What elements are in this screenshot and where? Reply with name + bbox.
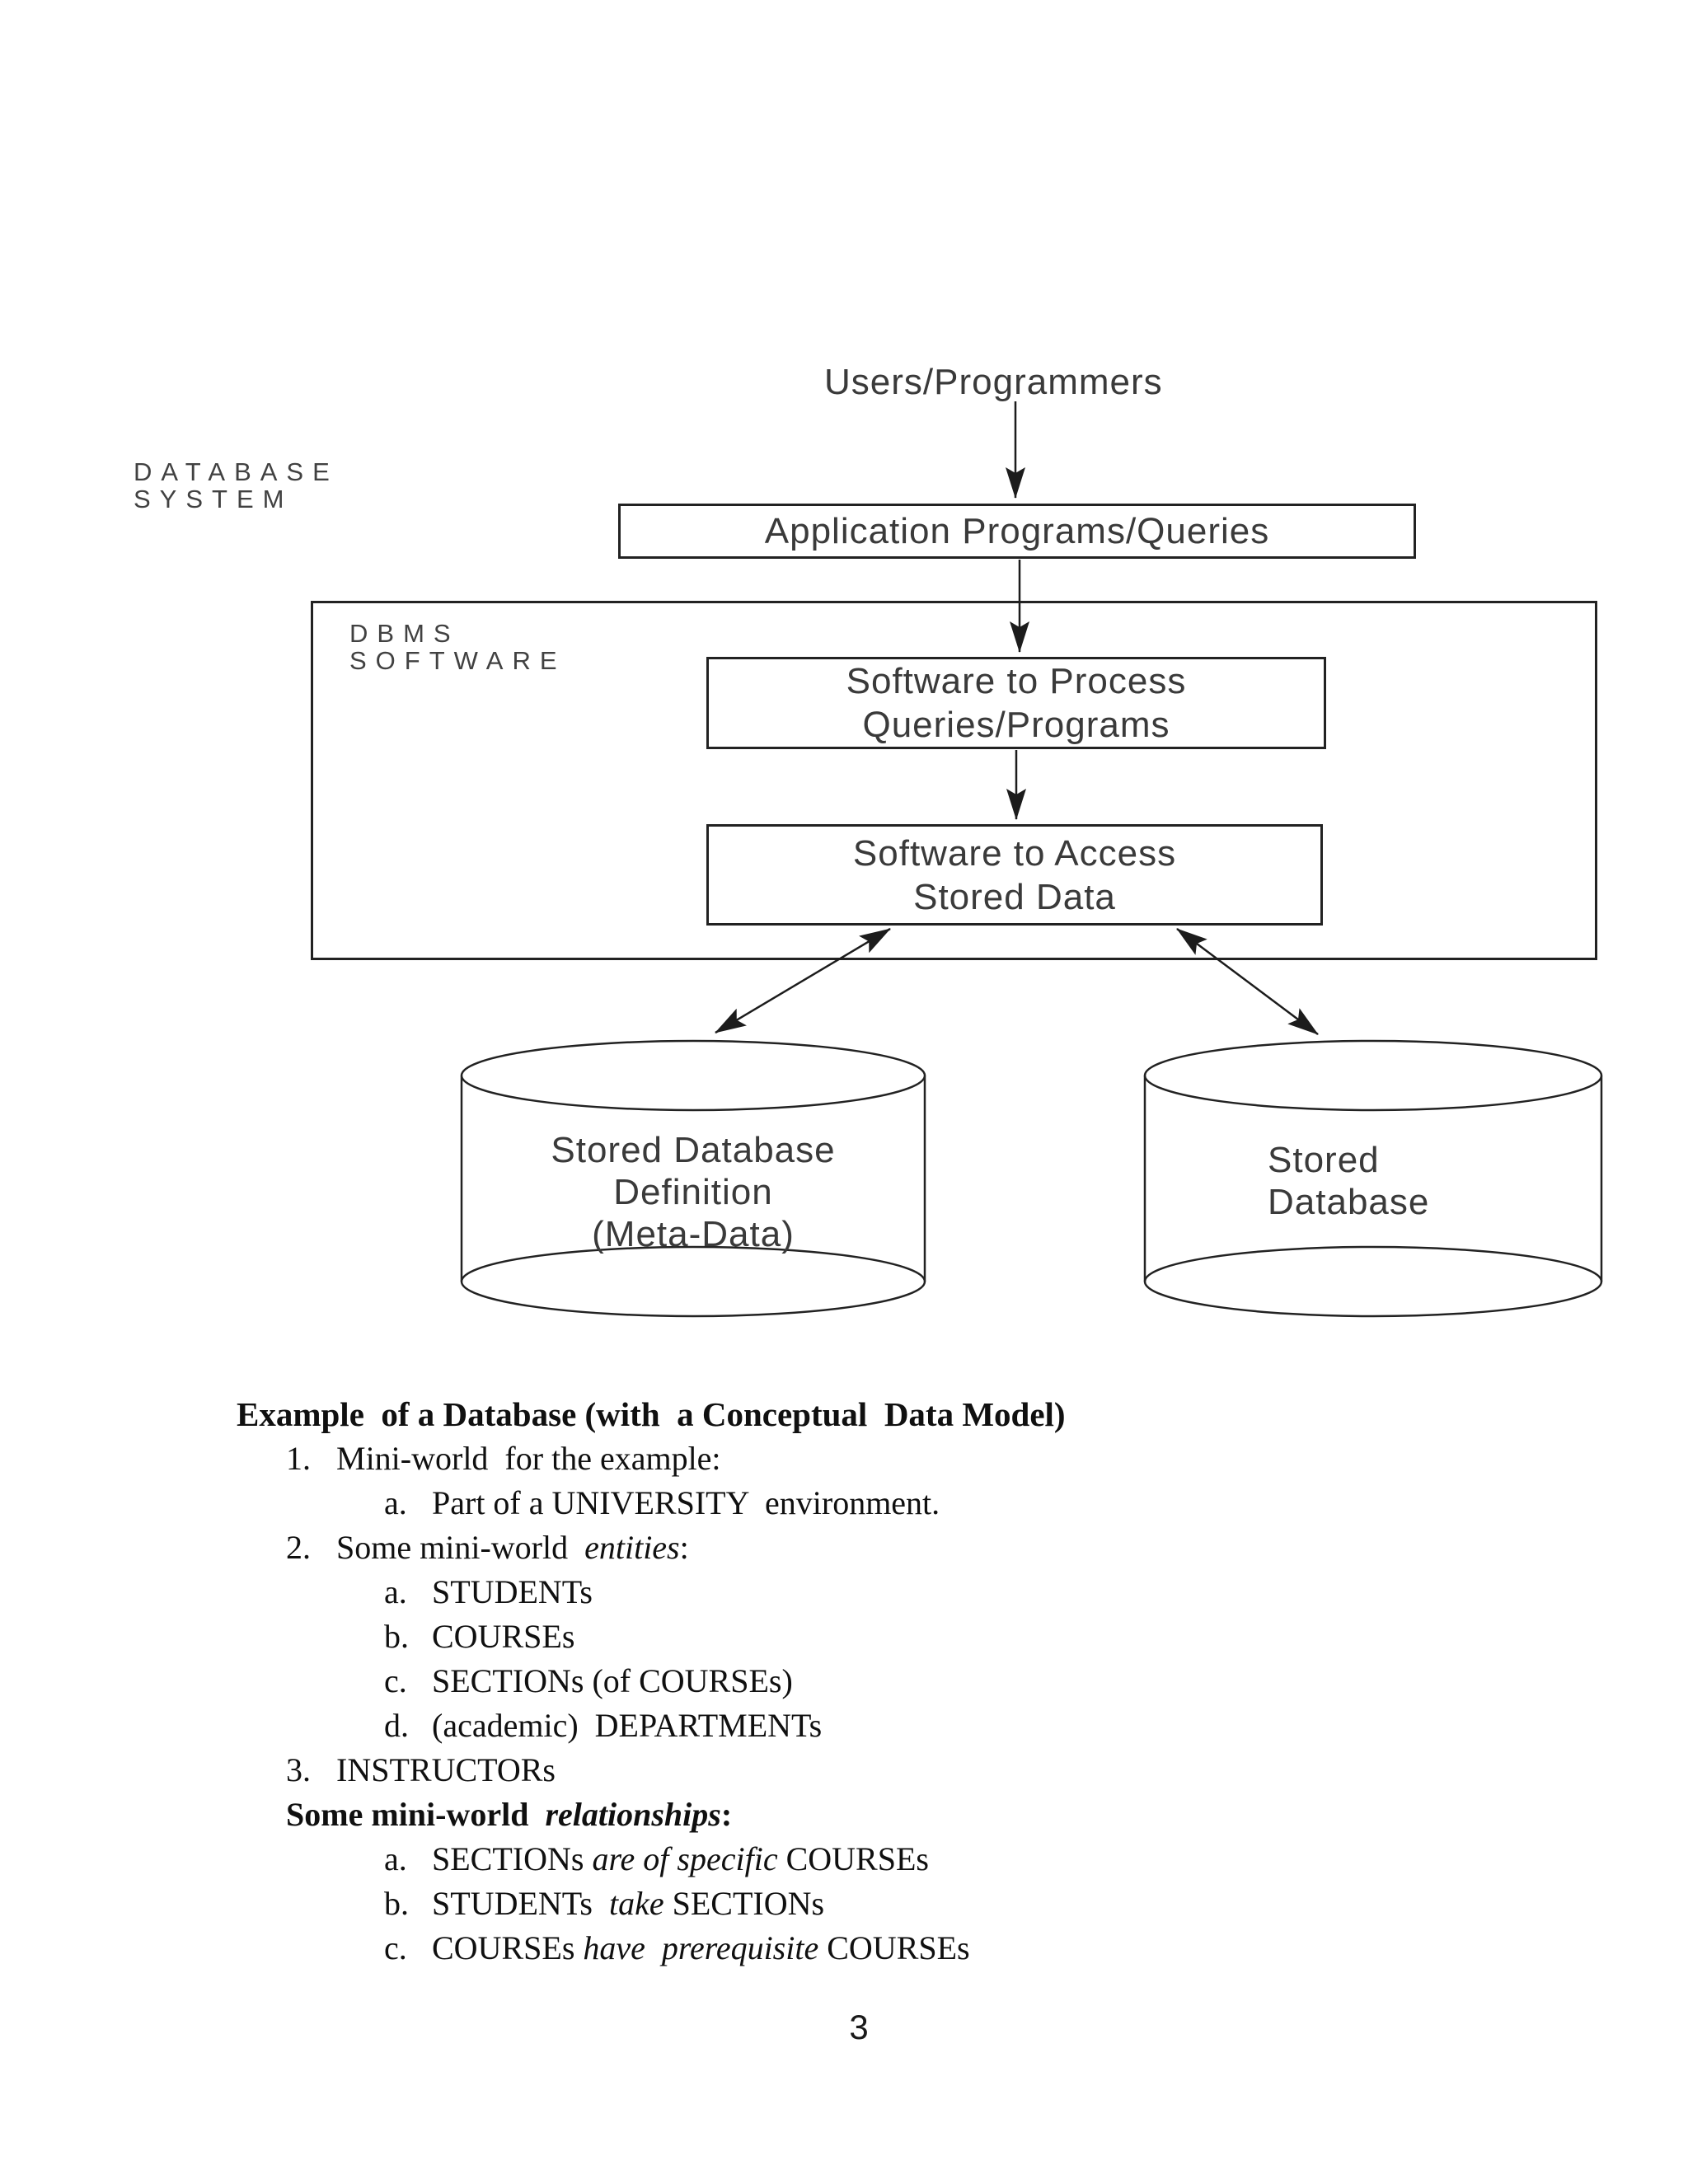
outline-item-2c: c. SECTIONs (of COURSEs) <box>384 1659 1489 1704</box>
page-number: 3 <box>849 2008 869 2046</box>
item-text-italic: entities <box>584 1529 680 1566</box>
item-text: SECTIONs <box>432 1840 593 1877</box>
item-text: COURSEs <box>777 1840 929 1877</box>
list-marker: c. <box>384 1929 407 1966</box>
process-queries-box-line1: Software to Process <box>846 661 1187 701</box>
item-text: SECTIONs (of COURSEs) <box>432 1662 793 1699</box>
list-marker: d. <box>384 1707 409 1744</box>
database-system-label-line1: DATABASE <box>134 457 339 486</box>
outline-item-2d: d. (academic) DEPARTMENTs <box>384 1704 1489 1748</box>
meta-cylinder-bottom-ellipse <box>460 1245 926 1318</box>
access-stored-data-box-line1: Software to Access <box>852 832 1177 874</box>
database-system-label-line2: SYSTEM <box>134 485 293 513</box>
item-text: SECTIONs <box>663 1885 825 1922</box>
list-marker: a. <box>384 1840 407 1877</box>
outline-item-rel-b: b. STUDENTs take SECTIONs <box>384 1882 1489 1926</box>
process-queries-box-line2: Queries/Programs <box>862 705 1170 745</box>
outline-item-1: 1. Mini-world for the example: <box>286 1436 1489 1481</box>
list-marker: b. <box>384 1885 409 1922</box>
outline-item-rel-c: c. COURSEs have prerequisite COURSEs <box>384 1926 1489 1971</box>
item-text-italic: take <box>608 1885 664 1922</box>
meta-cylinder-label: Stored Database Definition (Meta-Data) <box>462 1129 925 1255</box>
stored-db-cylinder-label-line2: Database <box>1268 1182 1430 1222</box>
item-text: Mini-world for the example: <box>336 1440 721 1477</box>
dbms-software-label-line1: DBMS <box>349 619 460 648</box>
outline-heading: Example of a Database (with a Conceptual… <box>237 1395 1066 1433</box>
list-marker: b. <box>384 1618 409 1655</box>
outline-item-1a: a. Part of a UNIVERSITY environment. <box>384 1481 1489 1526</box>
stored-db-cylinder-label-line1: Stored <box>1268 1140 1380 1180</box>
outline-item-2a: a. STUDENTs <box>384 1570 1489 1615</box>
outline-section: Example of a Database (with a Conceptual… <box>237 1392 1489 1971</box>
item-text: COURSEs <box>818 1929 970 1966</box>
application-programs-box-label: Application Programs/Queries <box>764 511 1270 551</box>
application-programs-box: Application Programs/Queries <box>618 504 1416 559</box>
meta-cylinder-label-line3: (Meta-Data) <box>592 1214 795 1254</box>
list-marker: 2. <box>286 1529 311 1566</box>
item-text: : <box>720 1796 733 1833</box>
stored-db-cylinder-top-ellipse <box>1143 1039 1603 1112</box>
dbms-software-label: DBMS SOFTWARE <box>349 620 566 674</box>
item-text: COURSEs <box>432 1618 575 1655</box>
item-text: Part of a UNIVERSITY environment. <box>432 1484 940 1521</box>
item-text: INSTRUCTORs <box>336 1751 556 1788</box>
dbms-software-label-line2: SOFTWARE <box>349 646 566 675</box>
stored-db-cylinder-bottom-ellipse <box>1143 1245 1603 1318</box>
list-marker: c. <box>384 1662 407 1699</box>
item-text: (academic) DEPARTMENTs <box>432 1707 823 1744</box>
users-programmers-label: Users/Programmers <box>824 362 1163 402</box>
meta-cylinder-label-line2: Definition <box>613 1172 773 1212</box>
item-text: COURSEs <box>432 1929 584 1966</box>
access-stored-data-box: Software to Access Stored Data <box>706 824 1323 926</box>
list-marker: 1. <box>286 1440 311 1477</box>
database-system-label: DATABASE SYSTEM <box>134 458 339 513</box>
outline-item-rel-a: a. SECTIONs are of specific COURSEs <box>384 1837 1489 1882</box>
list-marker: 3. <box>286 1751 311 1788</box>
access-stored-data-box-line2: Stored Data <box>913 876 1116 917</box>
outline-item-2b: b. COURSEs <box>384 1615 1489 1659</box>
outline-item-2: 2. Some mini-world entities: <box>286 1526 1489 1570</box>
meta-cylinder-label-line1: Stored Database <box>551 1130 836 1170</box>
outline-item-3: 3. INSTRUCTORs <box>286 1748 1489 1793</box>
meta-cylinder-top-ellipse <box>460 1039 926 1112</box>
item-text: STUDENTs <box>432 1885 609 1922</box>
process-queries-box: Software to Process Queries/Programs <box>706 657 1326 749</box>
item-text: Some mini-world <box>286 1796 546 1833</box>
item-text-italic: relationships <box>545 1796 721 1833</box>
list-marker: a. <box>384 1573 407 1610</box>
list-marker: a. <box>384 1484 407 1521</box>
item-text: STUDENTs <box>432 1573 593 1610</box>
item-text: Some mini-world <box>336 1529 585 1566</box>
item-text: : <box>679 1529 689 1566</box>
stored-db-cylinder-label: Stored Database <box>1268 1139 1429 1223</box>
item-text-italic: have prerequisite <box>583 1929 819 1966</box>
dbms-software-box <box>311 601 1597 960</box>
item-text-italic: are of specific <box>592 1840 778 1877</box>
relationships-heading: Some mini-world relationships: <box>286 1793 1489 1837</box>
